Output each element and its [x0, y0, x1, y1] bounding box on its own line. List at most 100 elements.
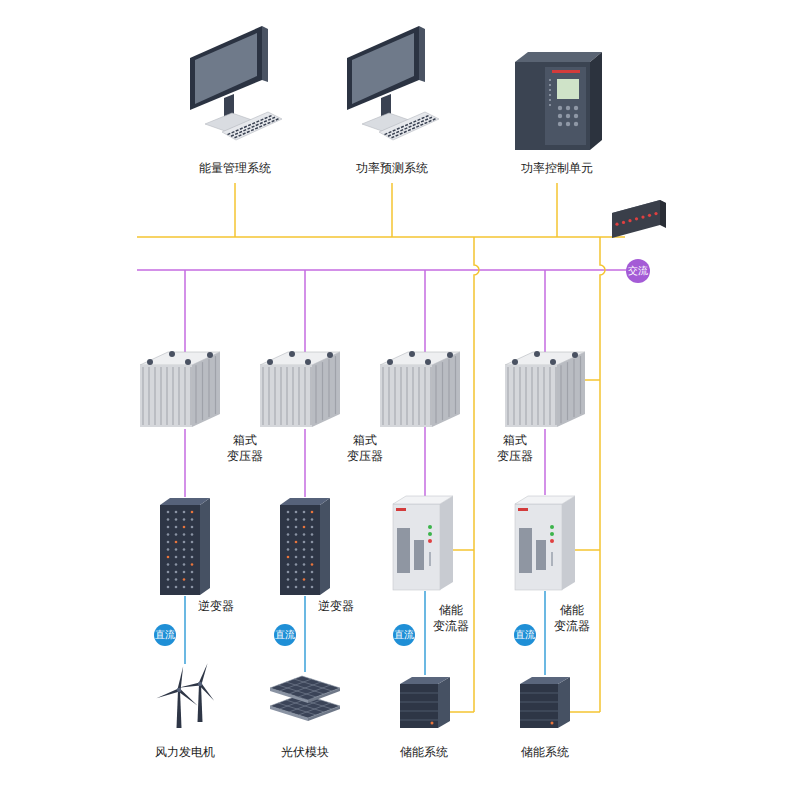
inverter-light	[311, 571, 314, 574]
keyboard-keys	[235, 119, 279, 138]
transformer-rib	[394, 367, 395, 425]
pv-module: 光伏模块	[268, 672, 342, 728]
transformer-rib	[567, 362, 568, 420]
transformer-box: 箱式 变压器	[140, 350, 220, 429]
inverter-light	[311, 586, 314, 589]
converter-vent	[519, 528, 532, 573]
transformer-side	[557, 352, 585, 427]
inverter-light	[191, 541, 194, 544]
relay-button	[558, 122, 562, 126]
transformer-front	[140, 365, 192, 427]
transformer-rib	[315, 365, 316, 423]
transformer-rib	[160, 367, 161, 425]
device-label: 储能 变流器	[433, 602, 469, 634]
inverter-light	[183, 511, 186, 514]
inverter-light	[311, 563, 314, 566]
inverter-light	[303, 533, 306, 536]
transformer-bolt	[289, 351, 295, 357]
transformer-bolt	[572, 352, 578, 358]
transformer-bolt	[512, 359, 518, 365]
connector-layer	[185, 429, 545, 675]
inverter-light	[311, 511, 314, 514]
transformer-rib	[388, 367, 389, 425]
inverter-light	[295, 511, 298, 514]
pv-panel	[270, 676, 340, 700]
converter-handle	[551, 552, 553, 566]
pv-grid	[286, 682, 324, 694]
inverter-light	[287, 563, 290, 566]
transformer-icon	[260, 351, 340, 427]
transformer-rib	[448, 359, 449, 417]
transformer-bolt	[534, 351, 540, 357]
inverter-light	[191, 578, 194, 581]
device-label: 箱式 变压器	[227, 432, 263, 464]
badge-text: 直流	[515, 629, 535, 641]
inverter-light	[183, 518, 186, 521]
inverter-light	[311, 578, 314, 581]
inverter-light	[295, 518, 298, 521]
inverter-light	[303, 563, 306, 566]
transformer-front	[380, 365, 432, 427]
inverter-light	[311, 556, 314, 559]
device-label: 功率控制单元	[521, 160, 593, 176]
converter-indicator	[550, 532, 554, 536]
inverter-light	[183, 541, 186, 544]
pv-grid	[299, 703, 331, 715]
converter-icon	[515, 496, 575, 590]
transformer-bolt	[147, 359, 153, 365]
transformer-rib	[400, 367, 401, 425]
storage-rack: 储能系统	[400, 675, 450, 729]
device-label: 光伏模块	[281, 744, 329, 760]
relay-led	[549, 104, 551, 106]
inverter-front	[280, 505, 320, 595]
turbine-blade	[198, 663, 207, 684]
badge-text: 直流	[155, 629, 175, 641]
inverter-light	[167, 518, 170, 521]
transformer-side	[432, 352, 460, 427]
ac-badge: 交流	[626, 259, 650, 283]
transformer-rib	[573, 359, 574, 417]
monitor-screen	[352, 33, 414, 104]
transformer-rib	[543, 367, 544, 425]
relay-icon	[515, 52, 602, 150]
converter-top	[393, 496, 453, 504]
storage-shelf	[400, 702, 438, 703]
monitor-station: 功率预测系统	[343, 24, 441, 140]
badge-circle	[274, 624, 296, 646]
comm-tie	[575, 549, 600, 551]
inverter-light	[191, 563, 194, 566]
inverter-light	[175, 511, 178, 514]
transformer-rib	[418, 367, 419, 425]
storage-shelf	[520, 693, 558, 694]
badge-text: 直流	[394, 629, 414, 641]
transformer-bolt	[387, 359, 393, 365]
switch-port	[641, 216, 644, 219]
inverter-light	[175, 533, 178, 536]
wind-turbine: 风力发电机	[155, 664, 215, 730]
storage-front	[520, 684, 558, 728]
inverter-light	[287, 548, 290, 551]
storage-shelf	[400, 693, 438, 694]
inverter-light	[167, 578, 170, 581]
transformer-rib	[172, 367, 173, 425]
turbine-blade	[156, 688, 179, 698]
inverter-light	[191, 526, 194, 529]
transformer-icon	[140, 351, 220, 427]
turbine-blade	[178, 689, 197, 706]
relay-panel	[545, 67, 586, 145]
inverter-cabinet: 逆变器	[280, 497, 330, 596]
storage-shelf	[520, 711, 558, 712]
storage-icon	[520, 677, 570, 728]
transformer-bolt	[267, 359, 273, 365]
turbine-tower	[177, 690, 182, 728]
turbine-hub	[177, 688, 181, 692]
inverter-light	[295, 526, 298, 529]
storage-front	[400, 684, 438, 728]
storage-shelf	[520, 720, 558, 721]
converter-side	[440, 496, 453, 590]
keyboard-keys	[231, 117, 275, 136]
transformer-rib	[304, 367, 305, 425]
inverter-cabinet: 逆变器	[160, 497, 210, 596]
converter-handle	[429, 552, 431, 566]
